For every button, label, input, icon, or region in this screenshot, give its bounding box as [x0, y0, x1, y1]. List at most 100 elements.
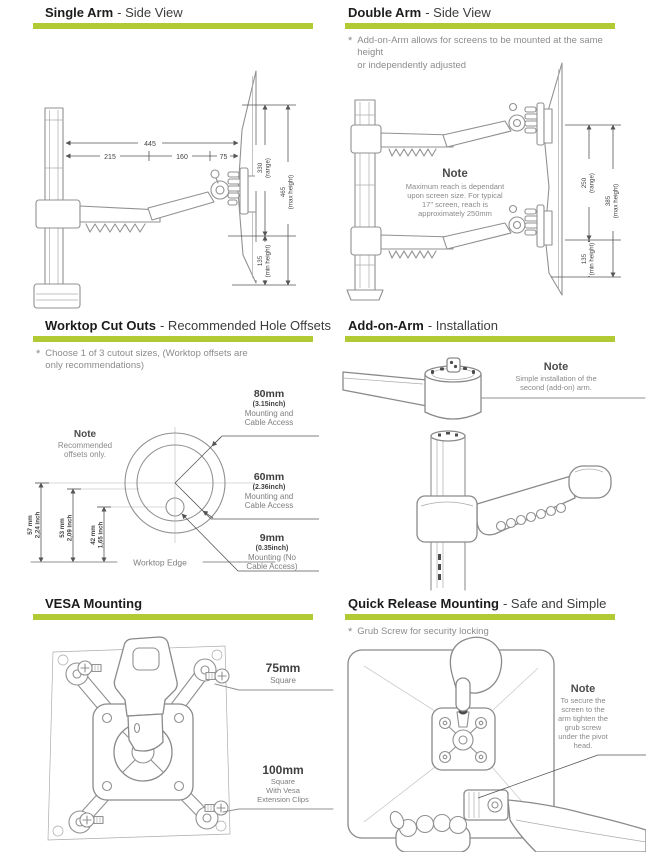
- svg-text:(0.35inch): (0.35inch): [256, 545, 289, 552]
- worktop-title-bold: Worktop Cut Outs: [45, 318, 156, 333]
- green-rule: [33, 614, 313, 620]
- single-arm-diagram: 445 215 160 75 330 (range) 135 (min heig…: [33, 70, 296, 309]
- svg-text:250: 250: [581, 177, 588, 188]
- vertical-dimensions: 330 (range) 135 (min height) 465 (max he…: [228, 104, 296, 286]
- note: Note Maximum reach is dependant upon scr…: [406, 168, 505, 218]
- svg-text:Recommended: Recommended: [58, 441, 112, 450]
- hole-80-label: 80mm (3.15inch) Mounting and Cable Acces…: [174, 388, 319, 484]
- svg-text:Worktop Edge: Worktop Edge: [133, 558, 187, 568]
- index-finger: [455, 677, 471, 712]
- single-arm-title: Single Arm- Side View: [33, 5, 313, 20]
- svg-text:1,65 inch: 1,65 inch: [98, 522, 105, 549]
- svg-text:offsets only.: offsets only.: [64, 450, 106, 459]
- svg-text:Note: Note: [571, 683, 595, 695]
- worktop-cutout-diagram: Note Recommended offsets only. 57 mm 2,2…: [27, 388, 319, 572]
- mount-arm: [463, 789, 646, 852]
- quick-release-diagram: Note To secure the screen to the arm tig…: [347, 636, 646, 852]
- svg-text:17" screen, reach is: 17" screen, reach is: [422, 200, 488, 209]
- svg-text:(range): (range): [265, 158, 272, 178]
- svg-text:Note: Note: [442, 168, 468, 180]
- svg-text:135: 135: [581, 253, 588, 264]
- note: Note Recommended offsets only.: [58, 429, 112, 459]
- locking-pin: [446, 357, 461, 373]
- dimension-row2: 215 160 75: [65, 151, 239, 161]
- vesa-mounting-diagram: 75mm Square 100mm Square With Vesa Exten…: [47, 636, 334, 841]
- double-arm-subtitle: - Side View: [425, 5, 491, 20]
- svg-text:Extension Clips: Extension Clips: [257, 795, 309, 804]
- svg-text:135: 135: [257, 255, 264, 266]
- pole-foot: [346, 289, 384, 301]
- vesa-title: VESA Mounting: [33, 596, 313, 611]
- note: Note Simple installation of the second (…: [467, 361, 646, 399]
- green-rule: [345, 336, 615, 342]
- double-arm-bullet-line2: or independently adjusted: [357, 59, 467, 71]
- section-single-arm-header: Single Arm- Side View: [33, 5, 313, 29]
- addon-title: Add-on-Arm- Installation: [345, 318, 615, 333]
- hole-9-label: 9mm (0.35inch) Mounting (No Cable Access…: [181, 513, 319, 572]
- quick-bullet-text: Grub Screw for security locking: [357, 626, 489, 637]
- gripping-hand: [389, 810, 471, 852]
- svg-text:60mm: 60mm: [254, 471, 284, 483]
- single-arm-subtitle: - Side View: [117, 5, 183, 20]
- svg-text:With Vesa: With Vesa: [266, 786, 301, 795]
- svg-text:80mm: 80mm: [254, 388, 284, 400]
- svg-text:screen to the: screen to the: [561, 705, 604, 714]
- bullet-marker: *: [348, 626, 353, 638]
- monitor-side-profile: [543, 62, 563, 296]
- svg-text:445: 445: [144, 141, 156, 148]
- green-rule: [345, 614, 615, 620]
- svg-text:42 mm: 42 mm: [90, 525, 97, 545]
- svg-text:75: 75: [220, 154, 228, 161]
- addon-arm-top: [342, 357, 482, 420]
- worktop-edge: Worktop Edge: [30, 558, 276, 568]
- svg-text:upon screen size. For typical: upon screen size. For typical: [407, 191, 503, 200]
- svg-text:under the pivot: under the pivot: [558, 732, 609, 741]
- quick-title-bold: Quick Release Mounting: [348, 596, 499, 611]
- svg-text:100mm: 100mm: [262, 763, 303, 777]
- svg-text:Cable Access: Cable Access: [245, 501, 293, 510]
- svg-text:(range): (range): [589, 173, 596, 193]
- svg-text:(min height): (min height): [265, 245, 272, 278]
- svg-text:330: 330: [257, 162, 264, 173]
- svg-text:Note: Note: [544, 361, 568, 373]
- double-arm-title: Double Arm- Side View: [345, 5, 615, 20]
- svg-text:arm tighten the: arm tighten the: [558, 714, 608, 723]
- worktop-subtitle: - Recommended Hole Offsets: [159, 318, 331, 333]
- thumb: [389, 810, 405, 830]
- note: Note To secure the screen to the arm tig…: [477, 683, 646, 799]
- addon-subtitle: - Installation: [427, 318, 498, 333]
- quick-bullet: * Grub Screw for security locking: [345, 626, 615, 638]
- section-worktop-header: Worktop Cut Outs- Recommended Hole Offse…: [33, 318, 331, 373]
- svg-text:(max height): (max height): [288, 175, 295, 209]
- quick-subtitle: - Safe and Simple: [502, 596, 607, 611]
- lower-arm-assembly: [350, 204, 545, 259]
- section-double-arm-header: Double Arm- Side View * Add-on-Arm allow…: [345, 5, 615, 72]
- svg-text:2,24 inch: 2,24 inch: [35, 512, 42, 539]
- arm-end-cap: [568, 465, 612, 499]
- addon-arm-diagram: Note Simple installation of the second (…: [342, 357, 646, 591]
- svg-text:Square: Square: [270, 676, 296, 685]
- svg-text:second (add-on) arm.: second (add-on) arm.: [520, 383, 592, 392]
- existing-arm: [416, 465, 612, 543]
- svg-text:Mounting and: Mounting and: [245, 409, 293, 418]
- svg-text:9mm: 9mm: [260, 532, 285, 544]
- worktop-bullet-line2: only recommendations): [45, 360, 145, 372]
- upper-arm-assembly: [350, 102, 545, 157]
- quick-release-latch: [113, 636, 178, 752]
- single-arm-title-bold: Single Arm: [45, 5, 114, 20]
- svg-text:160: 160: [176, 154, 188, 161]
- svg-text:(3.15inch): (3.15inch): [253, 401, 286, 408]
- desk-clamp: [33, 283, 81, 309]
- svg-text:Maximum reach is dependant: Maximum reach is dependant: [406, 182, 505, 191]
- svg-text:465: 465: [280, 186, 287, 197]
- svg-text:53 mm: 53 mm: [59, 518, 66, 538]
- hole-60-label: 60mm (2.36inch) Mounting and Cable Acces…: [174, 471, 319, 520]
- arm-assembly: [35, 191, 215, 233]
- vesa-recess: [431, 707, 496, 771]
- vertical-dimensions: 250 (range) 135 (min height) 385 (max he…: [551, 124, 621, 278]
- double-arm-bullet: * Add-on-Arm allows for screens to be mo…: [345, 35, 615, 72]
- double-arm-bullet-line1: Add-on-Arm allows for screens to be moun…: [357, 35, 603, 59]
- svg-text:Square: Square: [271, 777, 295, 786]
- worktop-bullet: * Choose 1 of 3 cutout sizes, (Worktop o…: [33, 348, 313, 373]
- label-100mm: 100mm Square With Vesa Extension Clips: [222, 763, 334, 813]
